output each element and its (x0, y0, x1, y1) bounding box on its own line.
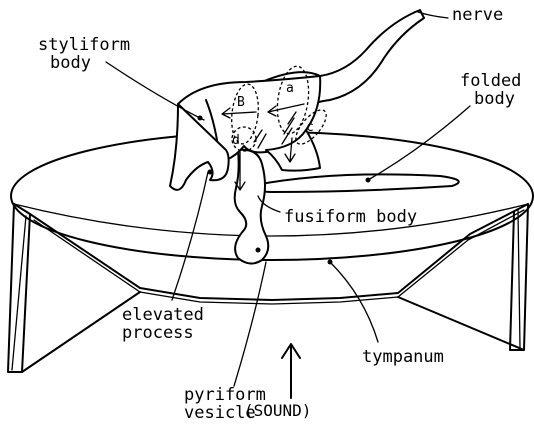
dot-elevated (208, 170, 213, 175)
label-folded-1: folded (460, 71, 521, 91)
label-styliform-1: styliform (38, 35, 130, 55)
label-styliform-2: body (50, 53, 91, 73)
region-a-label: a (286, 81, 294, 96)
dot-pyriform (256, 248, 261, 253)
right-leg-inner (518, 210, 520, 348)
leader-pyriform (234, 262, 266, 386)
dot-styliform (198, 116, 203, 121)
label-folded-2: body (474, 89, 515, 109)
label-sound: (SOUND) (244, 401, 311, 420)
label-elevated-2: process (122, 323, 194, 343)
label-tympanum: tympanum (362, 347, 444, 367)
tympanal-frame (8, 132, 533, 372)
dot-tympanum (328, 260, 333, 265)
label-nerve: nerve (452, 5, 503, 25)
region-b-label: B (237, 95, 245, 110)
label-fusiform: fusiform body (284, 207, 417, 227)
sound-arrow (282, 344, 300, 398)
dot-folded (366, 178, 371, 183)
label-elevated-1: elevated (122, 305, 204, 325)
region-d-label: d (232, 133, 240, 148)
region-c-label: c (306, 120, 314, 135)
